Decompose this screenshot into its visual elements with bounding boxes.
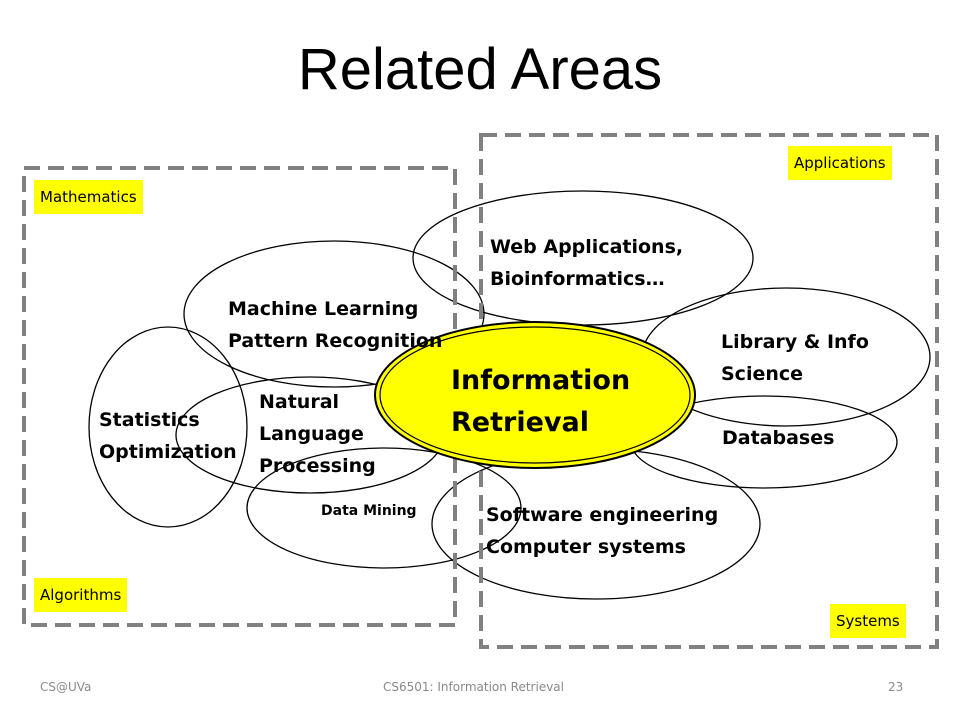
software-line-1: Software engineering (486, 504, 719, 526)
nlp-line-3: Processing (259, 455, 376, 477)
web-applications-label: Web Applications, Bioinformatics… (490, 231, 683, 295)
information-retrieval-ellipse (374, 321, 696, 469)
software-line-2: Computer systems (486, 536, 686, 558)
ellipse-statistics (88, 326, 248, 528)
applications-tag: Applications (788, 146, 892, 180)
ellipse-data-mining (246, 447, 522, 569)
systems-tag: Systems (830, 604, 906, 638)
slide-title: Related Areas (297, 37, 663, 102)
algorithms-tag: Algorithms (34, 578, 128, 612)
page-number: 23 (888, 680, 904, 694)
footer-left: CS@UVa (40, 680, 92, 694)
statistics-line-1: Statistics (99, 409, 200, 431)
ellipse-machine-learning (183, 240, 485, 388)
machine-learning-line-1: Machine Learning (228, 298, 419, 320)
web-applications-line-1: Web Applications, (490, 236, 684, 258)
web-applications-line-2: Bioinformatics… (490, 268, 665, 290)
nlp-line-1: Natural (259, 391, 340, 413)
library-science-line-2: Science (721, 363, 804, 385)
statistics-line-2: Optimization (99, 441, 237, 463)
machine-learning-line-2: Pattern Recognition (228, 330, 443, 352)
footer-course: CS6501: Information Retrieval (383, 680, 564, 694)
databases-label: Databases (722, 427, 835, 449)
library-science-line-1: Library & Info (721, 331, 869, 353)
information-retrieval-line-1: Information (451, 365, 631, 396)
software-engineering-label: Software engineering Computer systems (486, 499, 718, 563)
information-retrieval-line-2: Retrieval (451, 407, 589, 438)
library-science-label: Library & Info Science (721, 326, 869, 390)
nlp-label: Natural Language Processing (259, 386, 376, 482)
machine-learning-label: Machine Learning Pattern Recognition (228, 293, 442, 357)
data-mining-label: Data Mining (321, 503, 417, 519)
information-retrieval-label: Information Retrieval (451, 360, 630, 444)
information-retrieval-ellipse-inner-ring (379, 326, 691, 464)
statistics-label: Statistics Optimization (99, 404, 237, 468)
nlp-line-2: Language (259, 423, 364, 445)
mathematics-tag: Mathematics (34, 180, 143, 214)
